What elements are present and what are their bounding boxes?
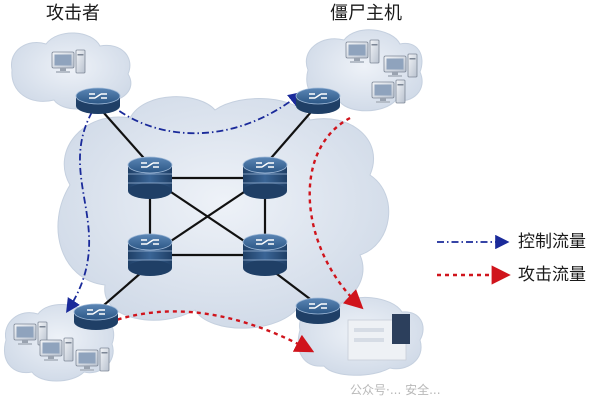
edge-router-target [295, 297, 341, 324]
core-router-bottom-right [242, 233, 288, 276]
attacker-label: 攻击者 [46, 3, 100, 24]
edge-router-zombie [295, 87, 341, 114]
edge-router-victim-lan [73, 303, 119, 330]
target-server-icon [347, 314, 410, 361]
zombie-hosts-label: 僵尸主机 [330, 3, 402, 24]
attack-traffic [109, 116, 364, 353]
core-cloud [57, 96, 390, 329]
watermark: 公众号·... 安全... [350, 383, 441, 397]
edge-router-attacker [75, 87, 121, 114]
core-router-bottom-left [127, 233, 173, 276]
core-router-top-right [242, 156, 288, 199]
core-router-top-left [127, 156, 173, 199]
legend-attack-label: 攻击流量 [518, 265, 586, 285]
control-traffic [66, 91, 303, 314]
legend-control-label: 控制流量 [518, 232, 586, 252]
